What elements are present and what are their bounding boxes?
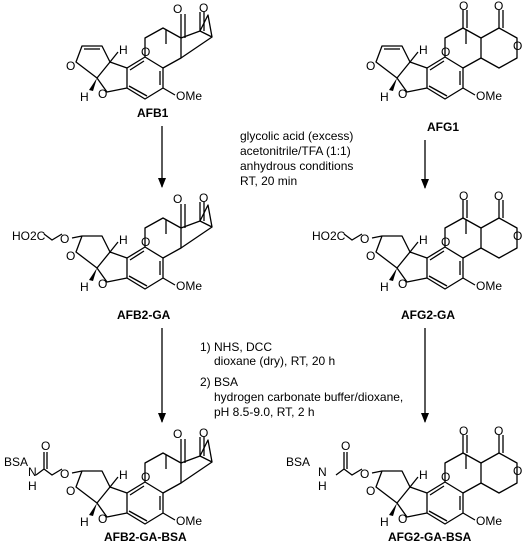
afg2-ga-structure: O O O O O O H H OMe O HO2C	[312, 189, 522, 294]
atom-label: O	[459, 424, 468, 438]
condition-line: glycolic acid (excess)	[240, 129, 353, 143]
atom-label: O	[60, 232, 69, 246]
atom-label: O	[513, 39, 522, 53]
atom-label: O	[98, 87, 107, 101]
atom-label: H	[318, 479, 327, 493]
atom-label: O	[360, 467, 369, 481]
atom-label: O	[459, 189, 468, 203]
compound-label-afb2-ga-bsa: AFB2-GA-BSA	[104, 530, 187, 544]
atom-label: O	[494, 424, 503, 438]
condition-line: hydrogen carbonate buffer/dioxane,	[214, 390, 403, 404]
atom-label: O	[494, 189, 503, 203]
atom-label: H	[380, 280, 389, 294]
atom-label: O	[141, 235, 150, 249]
atom-label: O	[398, 87, 407, 101]
compound-label-afg2-ga-bsa: AFG2-GA-BSA	[388, 530, 472, 544]
atom-label: O	[60, 467, 69, 481]
chain-label: HO2C	[12, 229, 46, 243]
atom-label: OMe	[476, 279, 502, 293]
condition-line: acetonitrile/TFA (1:1)	[240, 144, 351, 158]
atom-label: OMe	[476, 89, 502, 103]
condition-line: 1) NHS, DCC	[200, 340, 272, 354]
atom-label: O	[360, 232, 369, 246]
condition-line: dioxane (dry), RT, 20 h	[214, 354, 335, 368]
atom-label: O	[398, 512, 407, 526]
atom-label: H	[28, 479, 37, 493]
condition-line: pH 8.5-9.0, RT, 2 h	[214, 405, 315, 419]
afb2-ga-bsa-structure: O O O O O H H OMe O O N H BSA	[4, 426, 213, 529]
atom-label: O	[141, 45, 150, 59]
chain-label: HO2C	[312, 229, 346, 243]
atom-label: H	[419, 233, 428, 247]
condition-line: 2) BSA	[200, 375, 238, 389]
atom-label: O	[66, 249, 75, 263]
chain-label: BSA	[286, 455, 310, 469]
atom-label: O	[494, 0, 503, 13]
atom-label: H	[119, 468, 128, 482]
atom-label: O	[513, 464, 522, 478]
afb2-ga-structure: O O O O O H H OMe O HO2C	[12, 191, 213, 294]
atom-label: H	[80, 280, 89, 294]
atom-label: N	[28, 465, 37, 479]
atom-label: O	[441, 470, 450, 484]
step2-conditions: 1) NHS, DCC dioxane (dry), RT, 20 h 2) B…	[200, 340, 403, 419]
atom-label: O	[441, 235, 450, 249]
atom-label: H	[419, 468, 428, 482]
step1-conditions: glycolic acid (excess) acetonitrile/TFA …	[240, 129, 353, 188]
atom-label: H	[380, 515, 389, 529]
atom-label: O	[341, 439, 350, 453]
atom-label: O	[199, 191, 208, 205]
atom-label: O	[98, 512, 107, 526]
atom-label: H	[80, 90, 89, 104]
atom-label: O	[441, 45, 450, 59]
afg1-structure: O O O O O O H H OMe	[366, 0, 522, 104]
atom-label: O	[66, 59, 75, 73]
atom-label: H	[419, 43, 428, 57]
compound-label-afg1: AFG1	[427, 120, 459, 134]
compound-label-afb2-ga: AFB2-GA	[117, 308, 171, 322]
atom-label: O	[199, 426, 208, 440]
atom-label: H	[119, 43, 128, 57]
atom-label: H	[380, 90, 389, 104]
atom-label: O	[398, 277, 407, 291]
atom-label: O	[41, 439, 50, 453]
chain-label: BSA	[4, 455, 28, 469]
atom-label: O	[173, 2, 182, 16]
atom-label: N	[318, 465, 327, 479]
atom-label: OMe	[176, 514, 202, 528]
atom-label: H	[119, 233, 128, 247]
atom-label: OMe	[176, 89, 202, 103]
atom-label: O	[513, 229, 522, 243]
atom-label: OMe	[176, 279, 202, 293]
condition-line: RT, 20 min	[240, 174, 297, 188]
condition-line: anhydrous conditions	[240, 159, 353, 173]
atom-label: O	[199, 1, 208, 15]
atom-label: H	[80, 515, 89, 529]
atom-label: O	[366, 484, 375, 498]
compound-label-afb1: AFB1	[137, 106, 169, 120]
atom-label: O	[141, 470, 150, 484]
atom-label: O	[173, 427, 182, 441]
atom-label: O	[366, 59, 375, 73]
atom-label: O	[66, 484, 75, 498]
atom-label: O	[366, 249, 375, 263]
atom-label: O	[459, 0, 468, 13]
compound-label-afg2-ga: AFG2-GA	[401, 308, 455, 322]
atom-label: O	[98, 277, 107, 291]
atom-label: OMe	[476, 514, 502, 528]
atom-label: O	[173, 192, 182, 206]
afg2-ga-bsa-structure: O O O O O O H H OMe O O N H BSA	[286, 424, 522, 529]
afb1-structure: O O O O O H H OMe	[66, 1, 213, 104]
